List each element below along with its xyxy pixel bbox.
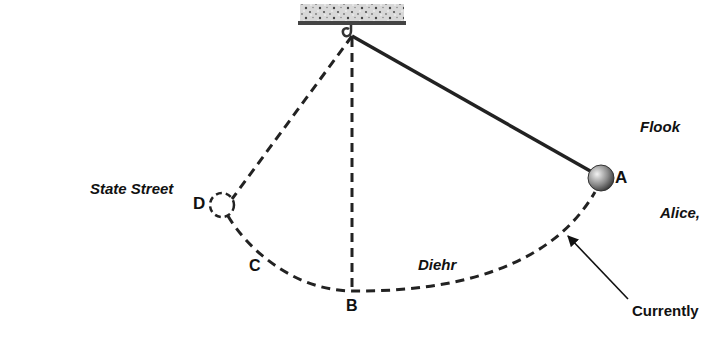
pointer-arrow bbox=[568, 236, 628, 299]
label: B bbox=[346, 296, 358, 315]
label: State Street bbox=[90, 180, 173, 198]
hook bbox=[343, 25, 351, 36]
label: Flook bbox=[640, 118, 680, 136]
pendulum-bob bbox=[588, 165, 614, 191]
ghost-bob bbox=[210, 193, 234, 217]
swing-line bbox=[232, 36, 352, 199]
label: D bbox=[193, 194, 205, 214]
label: Diehr bbox=[418, 256, 456, 274]
label: Alice, bbox=[660, 204, 700, 222]
ceiling bbox=[298, 4, 406, 25]
rest-line bbox=[351, 38, 354, 289]
label: A bbox=[615, 168, 627, 188]
label: C bbox=[249, 256, 261, 275]
label: Currently bbox=[632, 302, 699, 320]
pendulum-rod bbox=[352, 36, 592, 172]
swing-arc bbox=[228, 192, 595, 291]
